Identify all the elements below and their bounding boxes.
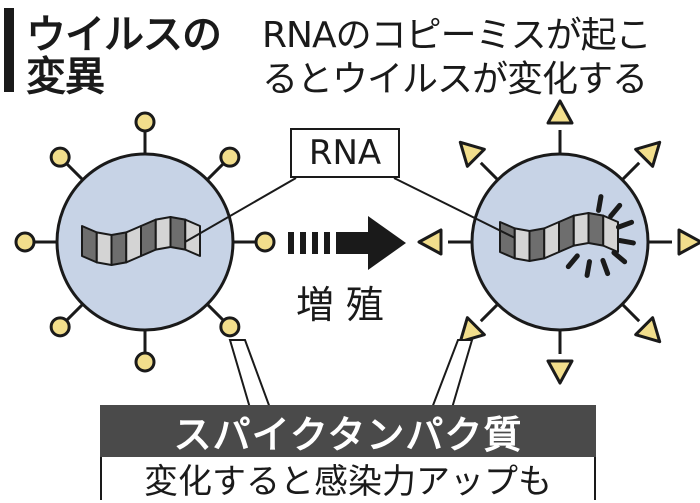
rna-label: RNA [290,128,400,178]
spike-protein-note: 変化すると感染力アップも [100,457,596,502]
description-line-2: るとウイルスが変化する [262,59,648,100]
description-line-1: RNAのコピーミスが起こ [262,15,652,56]
title-line-1: ウイルスの [26,12,222,58]
process-label: 増殖 [296,283,397,327]
mutated-rna-strand [499,212,619,262]
triangle-spikes [417,99,700,385]
right-arrow-icon [288,216,406,270]
mutation-burst-icon [565,194,636,278]
title-accent-bar [4,8,14,92]
title-line-2: 変異 [26,54,105,100]
original-rna-strand [81,216,201,266]
callout-pointer-left [228,339,272,409]
spike-protein-banner: スパイクタンパク質 [100,405,596,457]
rna-pointer-right [393,177,516,239]
rna-pointer-left [184,177,297,243]
round-spikes [14,111,276,373]
callout-pointer-right [430,339,474,409]
